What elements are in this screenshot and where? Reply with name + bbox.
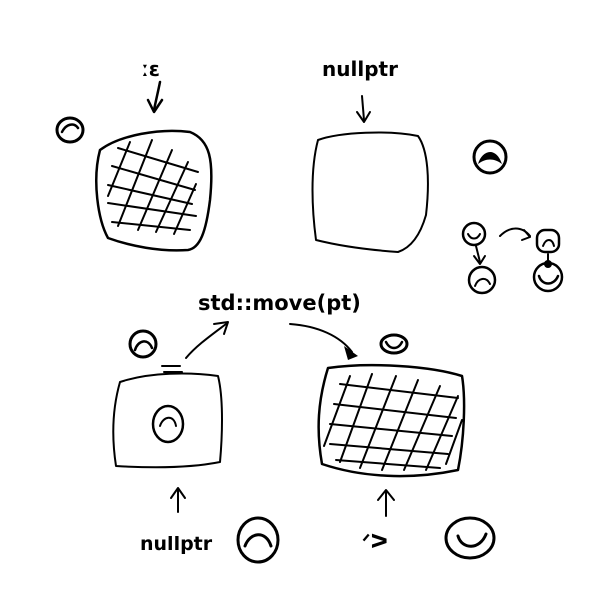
top-left-arrowhead	[146, 98, 164, 114]
move-left-arrow	[185, 323, 227, 359]
top-right-arrowhead	[356, 111, 371, 123]
top-left-box	[95, 129, 213, 252]
face-bottom-left-label	[236, 516, 280, 564]
bottom-left-box	[112, 365, 223, 469]
bottom-right-pointer-label: ᐟᐳ	[362, 489, 395, 553]
bottom-right-marker-label: ᐟᐳ	[362, 529, 388, 553]
top-left-marker-label: ːɛ	[142, 57, 160, 81]
move-label: std::move(pt)	[198, 291, 361, 315]
bottom-left-pointer-label: nullptr	[140, 487, 213, 555]
face-mini-c	[535, 228, 561, 254]
top-left-pointer-label: ːɛ	[142, 57, 164, 114]
face-bottom-right-top	[379, 333, 409, 355]
mini-move-illustration	[461, 221, 564, 295]
move-label-group: std::move(pt)	[185, 291, 361, 360]
mini-arrow-down	[475, 245, 481, 263]
face-mini-b	[467, 265, 497, 295]
top-right-box	[311, 131, 429, 253]
top-right-arrow	[361, 95, 365, 121]
top-left-arrow	[152, 80, 162, 112]
bottom-left-marker	[161, 365, 183, 373]
top-right-pointer-label: nullptr	[322, 57, 398, 123]
face-mini-a	[461, 221, 487, 247]
face-top-left	[55, 116, 85, 144]
top-left-hatching	[107, 139, 199, 235]
face-bottom-left-inside	[151, 404, 185, 444]
top-right-label: nullptr	[322, 57, 398, 81]
face-mini-d	[532, 260, 564, 293]
face-top-right	[472, 139, 508, 175]
bottom-right-hatching	[323, 373, 463, 471]
bottom-left-label: nullptr	[140, 533, 213, 555]
face-bottom-left-outside	[128, 329, 158, 359]
move-right-arrow	[289, 323, 353, 353]
bottom-right-box	[317, 363, 466, 478]
face-bottom-right-label	[444, 516, 496, 560]
